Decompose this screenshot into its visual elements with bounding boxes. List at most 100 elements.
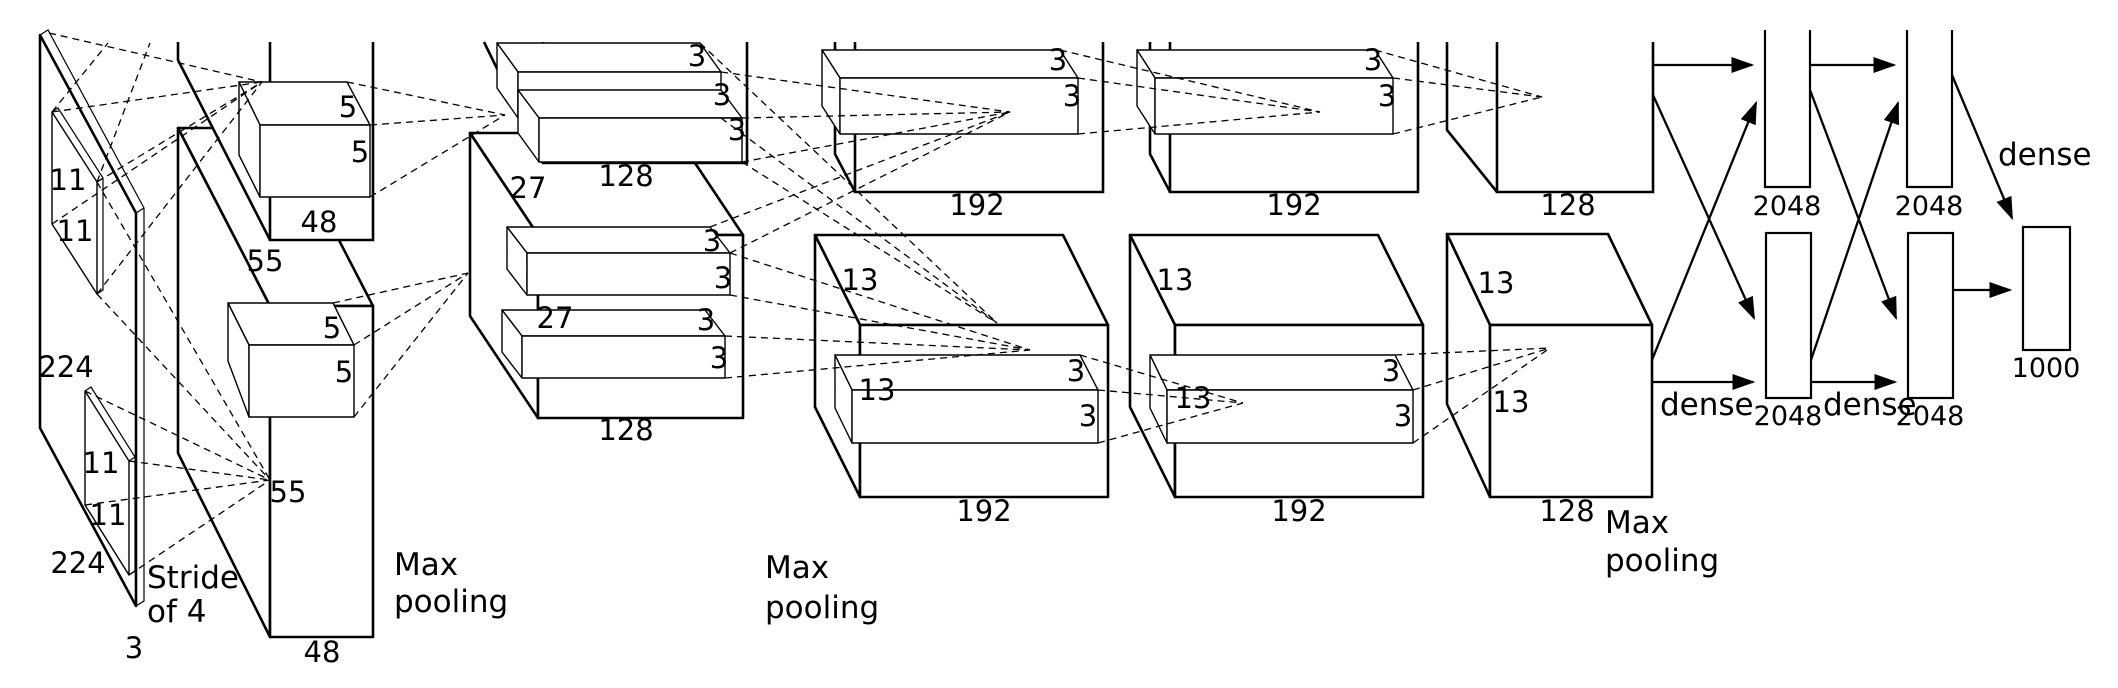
fc7-bottom-bar — [1906, 231, 1955, 400]
label-conv4-bottom-filter-3a: 3 — [1382, 354, 1400, 388]
conv1-top-slab — [176, 42, 375, 242]
input-image-plane — [38, 29, 145, 608]
conv2-top-filter2-top — [517, 89, 743, 119]
conv4-bottom-filter-front — [1166, 389, 1414, 444]
proj-conv3top-conv4top — [1077, 77, 1321, 113]
label-conv3-bottom-channels: 192 — [956, 494, 1011, 528]
input-plane-thickness — [39, 29, 145, 607]
label-conv1-top-filter-w: 5 — [339, 90, 357, 124]
label-maxpool1-line2: pooling — [394, 584, 508, 620]
proj-input-conv1top — [51, 81, 263, 225]
dense-arrows — [1650, 56, 2014, 391]
proj-input-topcut — [96, 42, 151, 183]
proj-conv4top-conv5top — [1392, 77, 1543, 98]
label-conv4-top-channels: 192 — [1266, 188, 1321, 222]
conv5-top-slab — [1445, 42, 1655, 194]
label-input-height: 224 — [38, 350, 93, 384]
conv5-bottom-box — [1445, 232, 1654, 499]
label-conv2-bottom-filter-3d: 3 — [710, 341, 728, 375]
proj-input-conv1top — [48, 32, 263, 83]
label-conv3-top-filter-3a: 3 — [1049, 43, 1067, 77]
proj-conv3bottom-conv4bottom — [1079, 354, 1244, 404]
label-conv4-top-filter-3b: 3 — [1378, 79, 1396, 113]
label-fc6-top-units: 2048 — [1753, 191, 1822, 222]
label-maxpool2-line1: Max — [765, 550, 829, 586]
labels: 224 224 3 11 11 11 11 Stride of 4 48 55 … — [38, 39, 2091, 669]
proj-conv2top-conv3top — [741, 111, 1011, 163]
proj-upperpatch-conv1bottom — [96, 181, 271, 481]
conv2-bottom-filter2-top — [501, 309, 726, 337]
proj-input-conv1top — [96, 81, 263, 183]
conv2-top-slab — [482, 41, 749, 165]
label-conv3-bottom-filter-3a: 3 — [1067, 354, 1085, 388]
label-dense-3: dense — [1998, 137, 2092, 173]
label-conv4-bottom-size-top: 13 — [1157, 263, 1194, 297]
label-conv3-top-filter-3b: 3 — [1063, 79, 1081, 113]
conv5-bottom-front-face — [1488, 323, 1654, 499]
proj-conv4top-conv5top — [1392, 96, 1543, 135]
conv3-bottom-filter-front — [851, 389, 1099, 444]
arrow-conv5top-fc6bottom — [1651, 94, 1756, 321]
label-stride-line1: Stride — [147, 560, 239, 596]
proj-input-topcut — [51, 42, 109, 113]
label-conv5-bottom-size-top: 13 — [1478, 266, 1515, 300]
conv5-top-left-edges — [1445, 42, 1499, 193]
proj-conv2top-conv3bottom — [720, 117, 998, 324]
label-patch-upper-h: 11 — [57, 214, 94, 248]
label-maxpool3-line2: pooling — [1605, 543, 1719, 579]
conv1-top-left-edges — [176, 42, 272, 241]
label-conv2-top-channels: 128 — [598, 159, 653, 193]
label-conv2-bottom-filter-3a: 3 — [703, 224, 721, 258]
proj-conv1bottom-conv2bottom — [353, 272, 469, 418]
label-conv1-bottom-size: 55 — [270, 475, 307, 509]
arrow-fc6top-fc7bottom — [1808, 89, 1898, 321]
fc6-top-bar — [1763, 30, 1812, 189]
conv5-top-front-fill — [1497, 42, 1653, 192]
proj-conv2bottom-conv3bottom — [724, 349, 1031, 379]
arrow-conv5bottom-fc6top — [1650, 100, 1758, 361]
label-conv3-bottom-filter-3b: 3 — [1079, 399, 1097, 433]
proj-conv2bottom-conv3bottom — [729, 252, 1031, 351]
proj-conv4bottom-conv5bottom — [1394, 347, 1551, 356]
arrow-fc7top-output — [1950, 74, 2014, 221]
label-conv3-top-channels: 192 — [949, 188, 1004, 222]
fc6-bottom-bar — [1764, 231, 1813, 400]
proj-conv3top-conv4top — [1059, 49, 1321, 113]
label-conv2-bottom-channels: 128 — [598, 413, 653, 447]
label-fc6-bottom-units: 2048 — [1754, 401, 1823, 432]
conv1-top-filter-front — [259, 124, 371, 198]
conv3-top-filter-front — [839, 77, 1079, 135]
proj-conv2bottom-conv3top — [729, 111, 1011, 254]
label-conv1-top-channels: 48 — [301, 205, 338, 239]
label-fc7-bottom-units: 2048 — [1896, 401, 1965, 432]
label-dense-1: dense — [1660, 387, 1754, 423]
label-input-depth: 3 — [125, 631, 143, 665]
proj-conv2bottom-conv3top — [709, 111, 1011, 228]
conv1-bottom-box — [176, 126, 375, 639]
label-input-width: 224 — [50, 546, 105, 580]
label-conv1-top-filter-h: 5 — [351, 135, 369, 169]
label-conv5-bottom-size-front: 13 — [1493, 385, 1530, 419]
label-conv2-bottom-filter-3c: 3 — [697, 303, 715, 337]
proj-conv2top-conv3bottom — [741, 161, 998, 324]
proj-conv3top-conv4top — [1077, 111, 1321, 135]
conv5-top-front-edges — [1495, 42, 1655, 194]
arrow-fc6bottom-fc7top — [1809, 100, 1900, 361]
conv2-top-filter2-front — [538, 117, 743, 163]
conv3-top-filter-top — [821, 49, 1079, 79]
label-dense-2: dense — [1823, 387, 1917, 423]
conv2-bottom-filter1-front — [526, 252, 731, 296]
label-conv1-bottom-channels: 48 — [304, 635, 341, 669]
proj-lowerpatch-conv1bottom — [128, 479, 271, 576]
label-maxpool3-line1: Max — [1605, 505, 1669, 541]
label-conv2-bottom-size-front: 27 — [537, 301, 574, 335]
conv3-bottom-box — [813, 233, 1110, 499]
conv4-top-filter-top — [1136, 49, 1394, 79]
label-conv4-bottom-channels: 192 — [1271, 494, 1326, 528]
conv1-bottom-filter-front — [248, 344, 355, 418]
label-conv1-bottom-filter-w: 5 — [323, 311, 341, 345]
label-conv2-bottom-filter-3b: 3 — [714, 261, 732, 295]
label-conv2-top-filter-3b: 3 — [713, 78, 731, 112]
